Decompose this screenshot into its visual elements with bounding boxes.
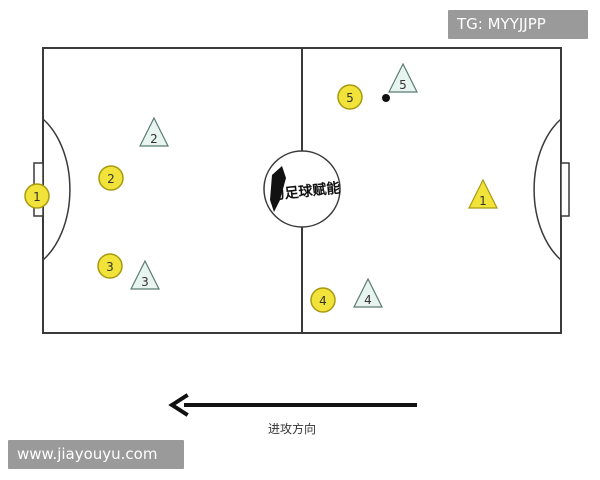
center-logo: 为足球赋能 (263, 150, 341, 228)
right-goal (560, 162, 570, 217)
circle-player-1: 1 (24, 183, 50, 209)
triangle-player-3-number: 3 (141, 275, 149, 289)
circle-player-1-number: 1 (33, 190, 41, 204)
triangle-goalkeeper-1-number: 1 (479, 194, 487, 208)
triangle-player-2-number: 2 (150, 132, 158, 146)
triangle-player-5: 5 (388, 62, 418, 93)
triangle-player-5-number: 5 (399, 78, 407, 92)
attack-direction-arrow (168, 393, 417, 417)
right-penalty-arc (533, 118, 562, 261)
triangle-player-4-number: 4 (364, 293, 372, 307)
circle-player-4: 4 (310, 287, 336, 313)
circle-player-3-number: 3 (106, 260, 114, 274)
triangle-player-4: 4 (353, 277, 383, 308)
attack-direction-label: 进攻方向 (268, 421, 316, 436)
left-penalty-arc (42, 118, 71, 261)
circle-player-3: 3 (97, 253, 123, 279)
watermark-telegram: TG: MYYJJPP (448, 10, 588, 39)
circle-player-5-number: 5 (346, 91, 354, 105)
triangle-player-3: 3 (130, 259, 160, 290)
circle-player-2-number: 2 (107, 172, 115, 186)
triangle-player-2: 2 (139, 116, 169, 147)
circle-player-2: 2 (98, 165, 124, 191)
triangle-goalkeeper-1: 1 (468, 178, 498, 209)
ball (382, 94, 390, 102)
watermark-website: www.jiayouyu.com (8, 440, 184, 469)
circle-player-5: 5 (337, 84, 363, 110)
circle-player-4-number: 4 (319, 294, 327, 308)
